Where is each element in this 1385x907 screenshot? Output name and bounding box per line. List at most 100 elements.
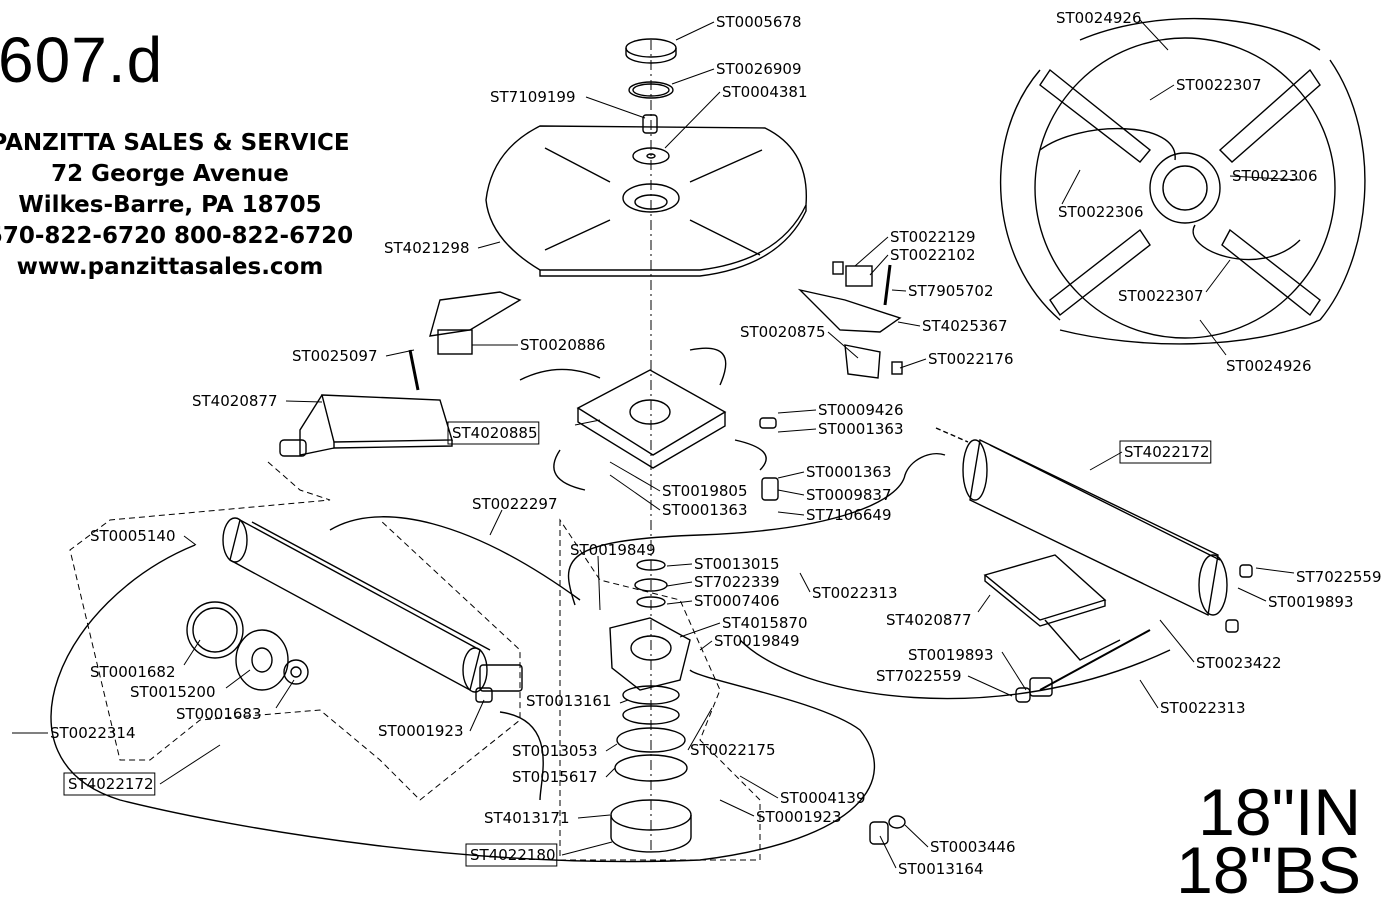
leader-line xyxy=(699,640,713,651)
leader-line xyxy=(609,474,661,511)
leader-line xyxy=(666,581,693,587)
part-number-label: ST0022129 xyxy=(890,228,976,246)
part-number-label: ST0009837 xyxy=(806,486,892,504)
part-number-label: ST0022306 xyxy=(1058,203,1144,221)
leader-line xyxy=(687,707,713,751)
assembly-box xyxy=(1119,440,1212,464)
dealer-web: www.panzittasales.com xyxy=(16,254,324,280)
leader-line xyxy=(605,743,618,752)
part-number-label: ST0019849 xyxy=(570,541,656,559)
leader-line xyxy=(1199,319,1227,356)
leader-line xyxy=(869,254,889,276)
dealer-city: Wilkes-Barre, PA 18705 xyxy=(18,192,322,218)
part-number-label: ST0013053 xyxy=(512,742,598,760)
part-number-label: ST4022172 xyxy=(1124,443,1210,461)
dealer-name: PANZITTA SALES & SERVICE xyxy=(0,130,350,156)
leader-line xyxy=(597,555,601,611)
part-number-label: ST0001923 xyxy=(756,808,842,826)
leader-line xyxy=(977,594,991,613)
part-number-label: ST4020877 xyxy=(886,611,972,629)
part-number-label: ST0022297 xyxy=(472,495,558,513)
right-mount-plate xyxy=(983,554,1151,697)
part-number-label: ST0025097 xyxy=(292,347,378,365)
part-number-label: ST4021298 xyxy=(384,239,470,257)
leader-line xyxy=(777,471,805,479)
part-number-label: ST0022307 xyxy=(1118,287,1204,305)
leader-line xyxy=(777,511,805,516)
part-number-label: ST0022175 xyxy=(690,741,776,759)
leader-line xyxy=(679,622,721,638)
part-number-label: ST0019893 xyxy=(908,646,994,664)
part-number-label: ST0013164 xyxy=(898,860,984,878)
leader-line xyxy=(561,841,613,856)
part-number-label: ST0022306 xyxy=(1232,167,1318,185)
part-number-label: ST7106649 xyxy=(806,506,892,524)
part-number-label: ST4013171 xyxy=(484,809,570,827)
chassis-plate xyxy=(519,347,767,491)
part-number-label: ST0023422 xyxy=(1196,654,1282,672)
leader-line xyxy=(159,744,221,785)
turntable-top xyxy=(485,125,808,277)
part-number-label: ST0003446 xyxy=(930,838,1016,856)
assembly-box xyxy=(465,843,558,867)
leader-line xyxy=(827,331,859,359)
leader-line xyxy=(891,289,907,292)
leader-line xyxy=(666,600,693,605)
part-number-label: ST0001923 xyxy=(378,722,464,740)
cap-assembly xyxy=(625,38,677,165)
leader-line xyxy=(225,669,251,689)
part-number-label: ST0001363 xyxy=(806,463,892,481)
left-mount-plate xyxy=(279,291,522,457)
leader-line xyxy=(1237,587,1267,602)
leader-line xyxy=(671,68,715,85)
leader-line xyxy=(1061,169,1081,205)
part-number-label: ST0009426 xyxy=(818,401,904,419)
leader-line xyxy=(739,775,779,799)
leader-line xyxy=(285,400,323,403)
leader-line xyxy=(574,419,601,426)
small-fittings xyxy=(475,417,1253,845)
leader-line xyxy=(469,699,485,732)
hoses xyxy=(50,453,1171,863)
part-number-label: ST0022314 xyxy=(50,724,136,742)
part-number-label: ST0019893 xyxy=(1268,593,1354,611)
part-number-label: ST0005678 xyxy=(716,13,802,31)
leader-line xyxy=(666,563,693,567)
part-number-label: ST7022339 xyxy=(694,573,780,591)
part-number-label: ST0022307 xyxy=(1176,76,1262,94)
part-number-label: ST0015617 xyxy=(512,768,598,786)
part-number-label: ST7022559 xyxy=(1296,568,1382,586)
leader-line xyxy=(967,675,1013,697)
group-outline-left xyxy=(69,461,761,861)
part-number-label: ST4020885 xyxy=(452,424,538,442)
leader-line xyxy=(675,21,715,41)
leader-line xyxy=(1159,619,1195,663)
part-number-label: ST0013015 xyxy=(694,555,780,573)
part-number-label: ST4025367 xyxy=(922,317,1008,335)
part-number-label: ST0015200 xyxy=(130,683,216,701)
leader-line xyxy=(605,767,616,778)
assembly-box xyxy=(63,772,156,796)
part-number-label: ST0004139 xyxy=(780,789,866,807)
leader-line xyxy=(1149,84,1175,101)
leader-line xyxy=(897,321,921,327)
leader-line xyxy=(609,461,661,492)
part-number-label: ST0022313 xyxy=(812,584,898,602)
part-number-label: ST0019805 xyxy=(662,482,748,500)
leader-line xyxy=(183,535,197,546)
part-number-label: ST0013161 xyxy=(526,692,612,710)
part-number-label: ST4022180 xyxy=(470,846,556,864)
part-number-label: ST0005140 xyxy=(90,527,176,545)
part-number-label: ST0026909 xyxy=(716,60,802,78)
part-number-label: ST0001363 xyxy=(662,501,748,519)
leader-line xyxy=(275,679,295,709)
assembly-box xyxy=(447,421,540,445)
seal-kit xyxy=(186,601,309,691)
leader-line xyxy=(1139,679,1159,709)
part-number-label: ST0019849 xyxy=(714,632,800,650)
leader-line xyxy=(385,349,415,357)
part-number-label: ST4020877 xyxy=(192,392,278,410)
